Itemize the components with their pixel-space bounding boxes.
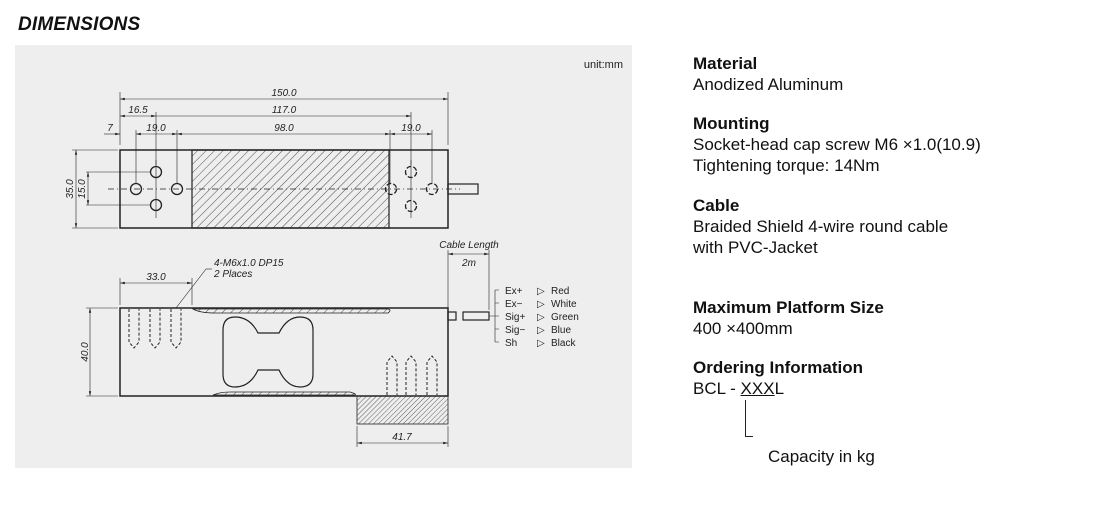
spec-heading: Mounting xyxy=(693,114,770,133)
wire-signal: Sig− xyxy=(505,325,525,336)
top-view xyxy=(72,92,479,229)
ordering-capacity-code: XXX xyxy=(740,379,775,398)
dimension-drawing: unit:mm 150.0 117.0 xyxy=(65,59,623,447)
spec-mounting: Mounting Socket-head cap screw M6 ×1.0(1… xyxy=(693,113,981,176)
cable-length-label: Cable Length xyxy=(439,240,499,251)
spec-heading: Ordering Information xyxy=(693,358,863,377)
dim-height: 40.0 xyxy=(80,342,91,362)
section-title: DIMENSIONS xyxy=(18,14,141,35)
spec-value: Anodized Aluminum xyxy=(693,75,844,94)
wire-arrow-icon: ▷ xyxy=(537,312,545,323)
callout-line xyxy=(745,400,746,437)
spec-material: Material Anodized Aluminum xyxy=(693,53,843,95)
dim-hole-spacing: 15.0 xyxy=(77,179,88,199)
cable-length-value: 2m xyxy=(461,258,476,269)
spec-value: Socket-head cap screw M6 ×1.0(10.9) xyxy=(693,135,981,154)
wire-signal: Ex− xyxy=(505,299,523,310)
wire-signal: Sh xyxy=(505,338,517,349)
dim-hole-span: 117.0 xyxy=(272,105,297,116)
dim-left-pitch: 19.0 xyxy=(146,123,166,134)
ordering-code: BCL - XXXL xyxy=(693,378,863,399)
ordering-suffix: L xyxy=(774,379,785,398)
wire-color: White xyxy=(551,299,577,310)
wire-color: Blue xyxy=(551,325,571,336)
dim-edge-to-hole: 16.5 xyxy=(128,105,148,116)
dim-right-pitch: 19.0 xyxy=(401,123,421,134)
spec-heading: Material xyxy=(693,54,758,73)
dim-middle: 98.0 xyxy=(274,123,294,134)
spec-max-platform: Maximum Platform Size 400 ×400mm xyxy=(693,297,884,339)
wire-color: Black xyxy=(551,338,576,349)
wire-color: Green xyxy=(551,312,579,323)
side-view xyxy=(86,250,499,447)
spec-cable: Cable Braided Shield 4-wire round cable … xyxy=(693,195,948,258)
dim-overall-length: 150.0 xyxy=(271,88,296,99)
spec-heading: Maximum Platform Size xyxy=(693,298,884,317)
ordering-callout: Capacity in kg xyxy=(768,447,875,466)
wire-signal: Ex+ xyxy=(505,286,523,297)
wire-arrow-icon: ▷ xyxy=(537,299,545,310)
wire-arrow-icon: ▷ xyxy=(537,286,545,297)
unit-label: unit:mm xyxy=(584,59,623,71)
thread-note-places: 2 Places xyxy=(213,269,252,280)
spec-value: Braided Shield 4-wire round cable xyxy=(693,217,949,236)
wire-color: Red xyxy=(551,286,569,297)
wire-arrow-icon: ▷ xyxy=(537,325,545,336)
dim-foot: 41.7 xyxy=(392,432,412,443)
spec-value: with PVC-Jacket xyxy=(693,238,818,257)
spec-ordering: Ordering Information BCL - XXXL xyxy=(693,357,863,399)
wire-legend: Ex+ ▷ Red Ex− ▷ White Sig+ ▷ Green Sig− … xyxy=(505,286,579,349)
thread-note: 4-M6x1.0 DP15 xyxy=(214,258,284,269)
spec-value: 400 ×400mm xyxy=(693,319,793,338)
dim-edge-offset: 7 xyxy=(107,123,113,134)
ordering-prefix: BCL - xyxy=(693,379,741,398)
spec-heading: Cable xyxy=(693,196,740,215)
spec-value: Tightening torque: 14Nm xyxy=(693,156,880,175)
callout-line xyxy=(745,436,753,437)
dim-thread-span: 33.0 xyxy=(146,272,166,283)
dimension-drawing-panel: unit:mm 150.0 117.0 xyxy=(15,45,632,468)
dim-width: 35.0 xyxy=(65,179,76,199)
wire-signal: Sig+ xyxy=(505,312,525,323)
wire-arrow-icon: ▷ xyxy=(537,338,545,349)
